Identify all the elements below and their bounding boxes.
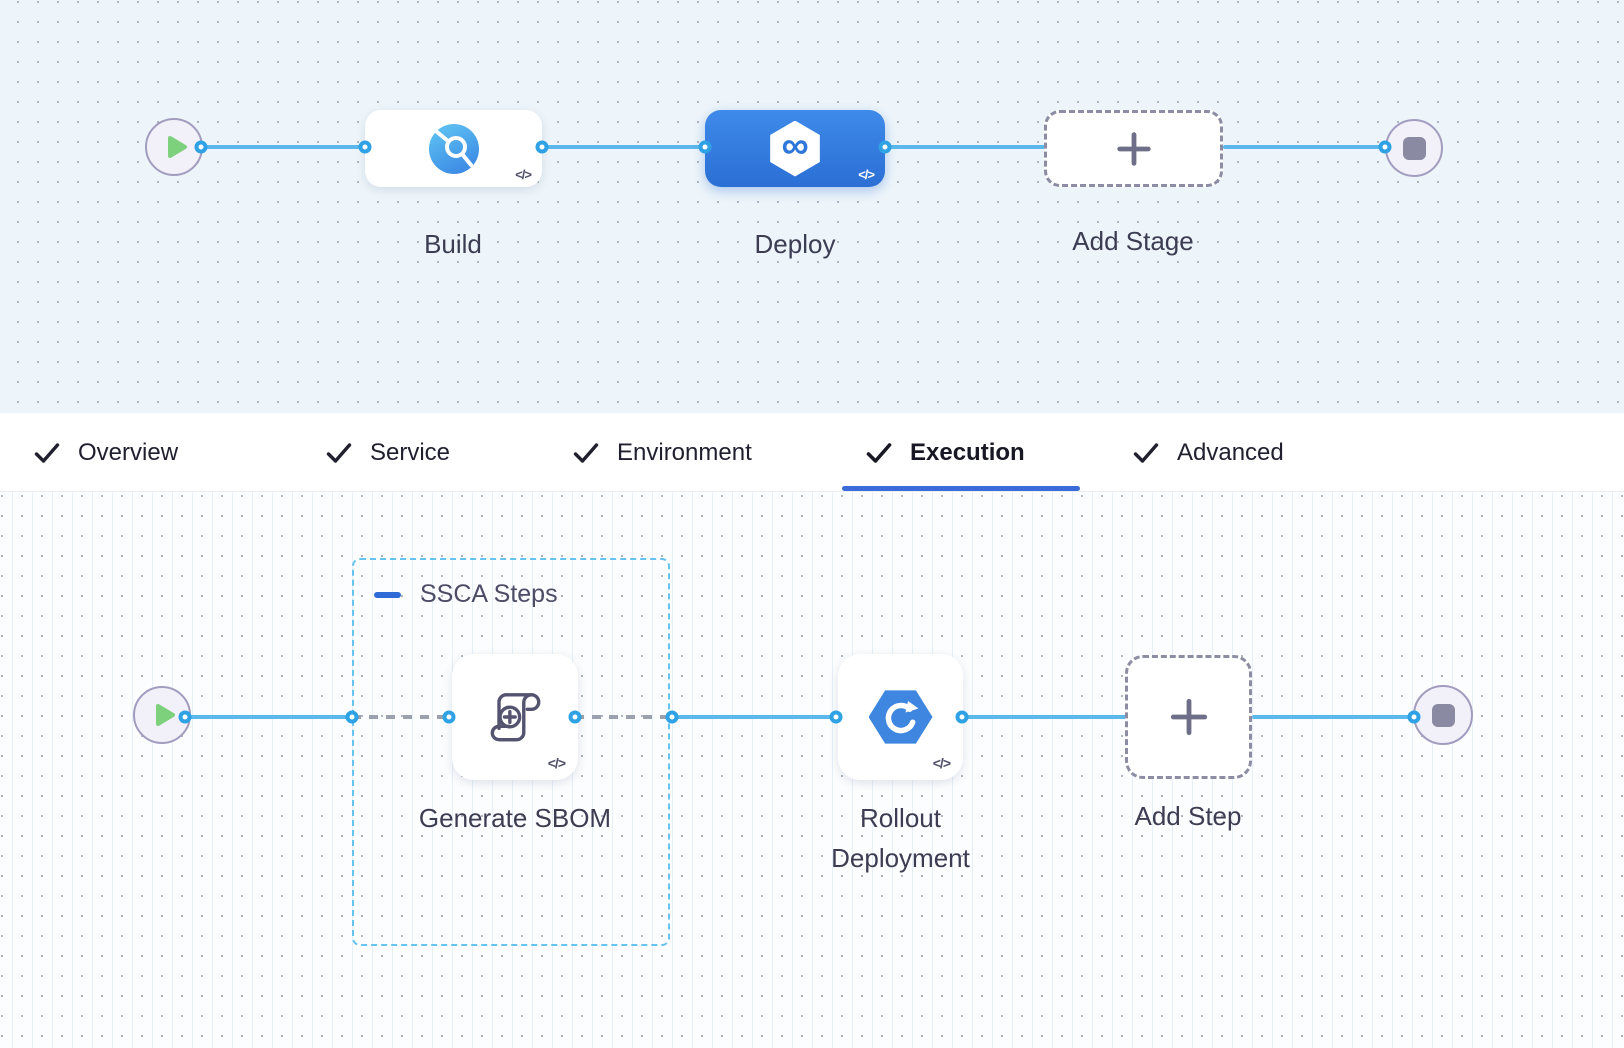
execution-steps-canvas[interactable]: SSCA Steps xyxy=(0,492,1624,1048)
connector-build-deploy xyxy=(542,145,707,149)
tab-execution[interactable]: Execution xyxy=(865,435,1025,471)
tab-label: Service xyxy=(370,439,451,466)
port-build-in xyxy=(358,140,372,154)
connector-addstage-end xyxy=(1223,145,1387,149)
ssca-group-label: SSCA Steps xyxy=(420,580,558,608)
code-view-icon: </> xyxy=(932,755,951,771)
connector-rollout-addstep xyxy=(962,715,1127,719)
active-tab-underline xyxy=(842,486,1080,491)
execution-start-node xyxy=(133,686,191,744)
stage-config-tab-bar: Overview Service Environment Execution A… xyxy=(0,413,1624,492)
tab-environment[interactable]: Environment xyxy=(572,435,752,471)
check-icon xyxy=(573,443,599,463)
port-deploy-out xyxy=(878,140,892,154)
connector-start-group xyxy=(185,715,354,719)
pipeline-start-node xyxy=(145,118,203,176)
ssca-steps-group xyxy=(352,558,670,946)
play-icon xyxy=(156,704,175,726)
cd-deploy-icon: ∞ xyxy=(770,120,820,177)
plus-icon xyxy=(1170,698,1207,736)
stage-label-build: Build xyxy=(424,229,482,259)
rollout-arrow-icon xyxy=(885,701,918,734)
connector-sbom-group-dashed xyxy=(575,715,674,719)
sbom-scroll-icon xyxy=(490,693,541,742)
stop-icon xyxy=(1402,136,1426,160)
tab-label: Environment xyxy=(617,439,752,466)
code-view-icon: </> xyxy=(547,755,566,771)
check-icon xyxy=(34,443,60,463)
add-stage-button[interactable] xyxy=(1044,110,1223,187)
stage-label-add-stage: Add Stage xyxy=(1072,226,1194,256)
check-icon xyxy=(1133,443,1159,463)
tab-advanced[interactable]: Advanced xyxy=(1132,435,1284,471)
add-step-button[interactable] xyxy=(1125,655,1252,779)
port-sbom-out xyxy=(568,710,582,724)
connector-addstep-end xyxy=(1252,715,1416,719)
connector-group-sbom-dashed xyxy=(352,715,451,719)
pipeline-end-node xyxy=(1385,119,1443,177)
step-label-generate-sbom: Generate SBOM xyxy=(418,803,612,833)
stage-node-deploy[interactable]: ∞ </> xyxy=(705,110,885,187)
tab-label: Execution xyxy=(910,439,1025,466)
step-node-generate-sbom[interactable]: </> xyxy=(452,654,578,780)
ci-build-icon xyxy=(428,123,479,174)
port-group-out xyxy=(665,710,679,724)
plus-icon xyxy=(1116,131,1151,166)
port-rollout-out xyxy=(955,710,969,724)
tab-label: Advanced xyxy=(1177,439,1284,466)
stage-pipeline-canvas[interactable]: </> Build ∞ </> Deploy Add Stage xyxy=(0,0,1624,413)
step-label-rollout-deployment: Rollout Deployment xyxy=(831,803,970,873)
tab-label: Overview xyxy=(78,439,179,466)
port-end-in xyxy=(1407,710,1421,724)
tab-overview[interactable]: Overview xyxy=(33,435,178,471)
stage-node-build[interactable]: </> xyxy=(365,110,542,187)
port-sbom-in xyxy=(442,710,456,724)
port-group-in xyxy=(345,710,359,724)
connector-group-rollout xyxy=(672,715,838,719)
collapse-group-icon[interactable] xyxy=(374,592,401,598)
port-end-in xyxy=(1378,140,1392,154)
port-start-out xyxy=(178,710,192,724)
code-view-icon: </> xyxy=(515,167,532,182)
connector-deploy-addstage xyxy=(885,145,1046,149)
stop-icon xyxy=(1431,703,1455,727)
port-deploy-in xyxy=(698,140,712,154)
play-icon xyxy=(168,136,187,158)
port-rollout-in xyxy=(829,710,843,724)
port-build-out xyxy=(535,140,549,154)
step-node-rollout-deployment[interactable]: </> xyxy=(838,654,963,780)
step-label-add-step: Add Step xyxy=(1134,801,1242,831)
stage-label-deploy: Deploy xyxy=(754,229,836,259)
rollout-deployment-icon xyxy=(868,690,933,744)
execution-end-node xyxy=(1413,685,1473,745)
tab-service[interactable]: Service xyxy=(325,435,450,471)
connector-start-build xyxy=(201,145,367,149)
check-icon xyxy=(866,443,892,463)
port-start-out xyxy=(194,140,208,154)
code-view-icon: </> xyxy=(858,167,875,182)
check-icon xyxy=(326,443,352,463)
harness-infinity-glyph: ∞ xyxy=(781,125,809,167)
